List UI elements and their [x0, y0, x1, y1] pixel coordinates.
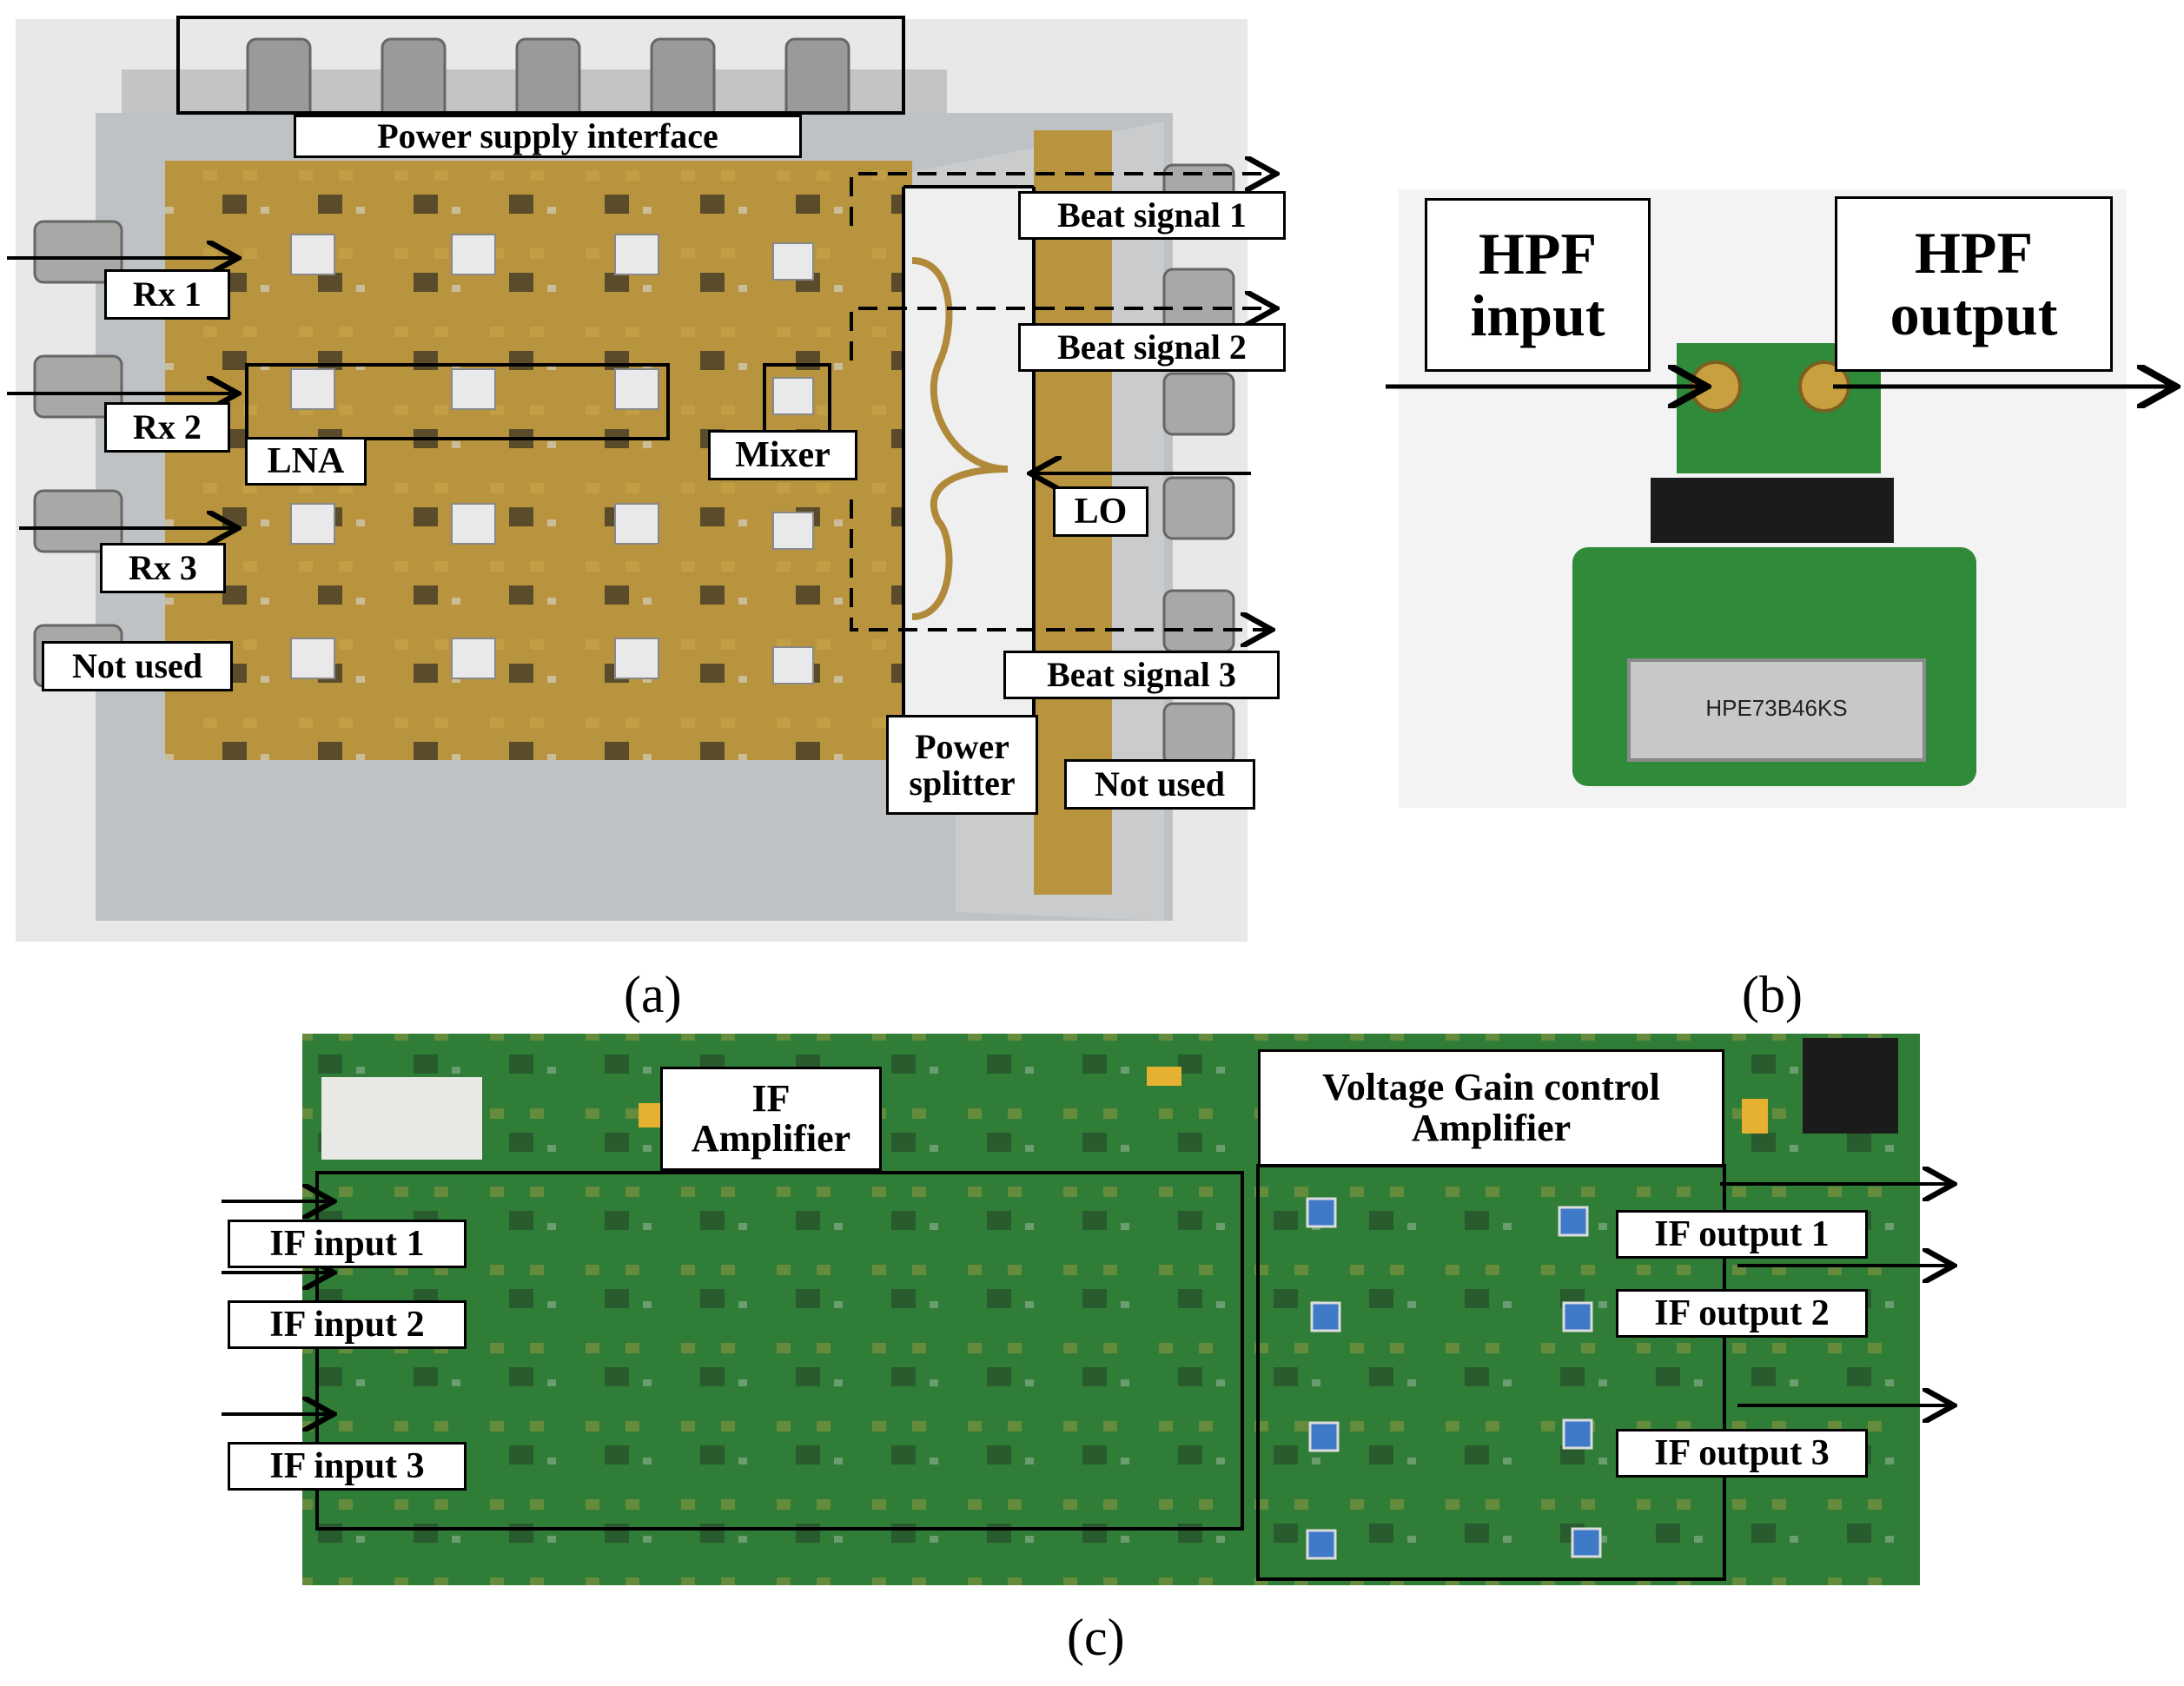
beat-signal-2-label: Beat signal 2: [1018, 323, 1286, 372]
rx-input-arrows: [7, 258, 1251, 528]
beat-signal-3-label: Beat signal 3: [1003, 651, 1280, 699]
beat-signal-paths: [850, 174, 1273, 630]
if-input-3-label: IF input 3: [228, 1442, 467, 1491]
power-connector-box: [176, 16, 905, 115]
if-amplifier-line2: Amplifier: [691, 1117, 851, 1160]
power-connectors: [246, 37, 850, 128]
vgca-line2: Amplifier: [1411, 1106, 1572, 1149]
power-splitter-line2: splitter: [909, 763, 1016, 803]
hpf-input-line1: HPF: [1479, 220, 1597, 287]
hpf-chip-can: [1627, 658, 1926, 762]
power-splitter-label: Power splitter: [886, 715, 1038, 815]
not-used-left-label: Not used: [42, 641, 233, 691]
vgca-label: Voltage Gain control Amplifier: [1258, 1049, 1724, 1167]
hpf-input-line2: input: [1470, 282, 1605, 348]
potentiometers: [1306, 1197, 1602, 1560]
vgca-line1: Voltage Gain control: [1322, 1066, 1660, 1109]
hpf-output-line1: HPF: [1915, 219, 2033, 286]
ic-chips: [290, 234, 814, 684]
rx2-label: Rx 2: [104, 402, 230, 453]
lo-label: LO: [1053, 486, 1148, 537]
board-sticker: [321, 1077, 482, 1160]
caption-c: (c): [1067, 1609, 1125, 1666]
lna-box: [245, 363, 670, 440]
hpf-output-label: HPF output: [1835, 196, 2113, 372]
hpf-output-line2: output: [1889, 281, 2058, 347]
caption-a: (a): [624, 966, 682, 1023]
if-input-2-label: IF input 2: [228, 1300, 467, 1349]
lna-label: LNA: [245, 437, 367, 486]
power-supply-interface-label: Power supply interface: [294, 115, 802, 158]
if-output-2-label: IF output 2: [1616, 1289, 1868, 1338]
dc-jack: [1803, 1038, 1898, 1134]
caption-b: (b): [1742, 966, 1803, 1023]
mixer-label: Mixer: [708, 430, 857, 480]
if-io-arrows: [222, 1184, 1950, 1414]
if-output-1-label: IF output 1: [1616, 1210, 1868, 1259]
rx1-label: Rx 1: [104, 269, 230, 320]
power-splitter-line1: Power: [915, 726, 1009, 766]
not-used-right-label: Not used: [1064, 759, 1255, 810]
beat-signal-1-label: Beat signal 1: [1018, 191, 1286, 240]
if-amplifier-line1: IF: [751, 1076, 791, 1120]
if-output-3-label: IF output 3: [1616, 1429, 1868, 1478]
pin-header: [1651, 478, 1894, 543]
rx3-label: Rx 3: [100, 543, 226, 593]
if-amplifier-label: IF Amplifier: [660, 1067, 882, 1171]
if-amplifier-box: [315, 1171, 1244, 1531]
if-input-1-label: IF input 1: [228, 1220, 467, 1268]
hpf-input-label: HPF input: [1425, 198, 1651, 372]
hpf-chip-text: HPE73B46KS: [1705, 695, 1848, 721]
